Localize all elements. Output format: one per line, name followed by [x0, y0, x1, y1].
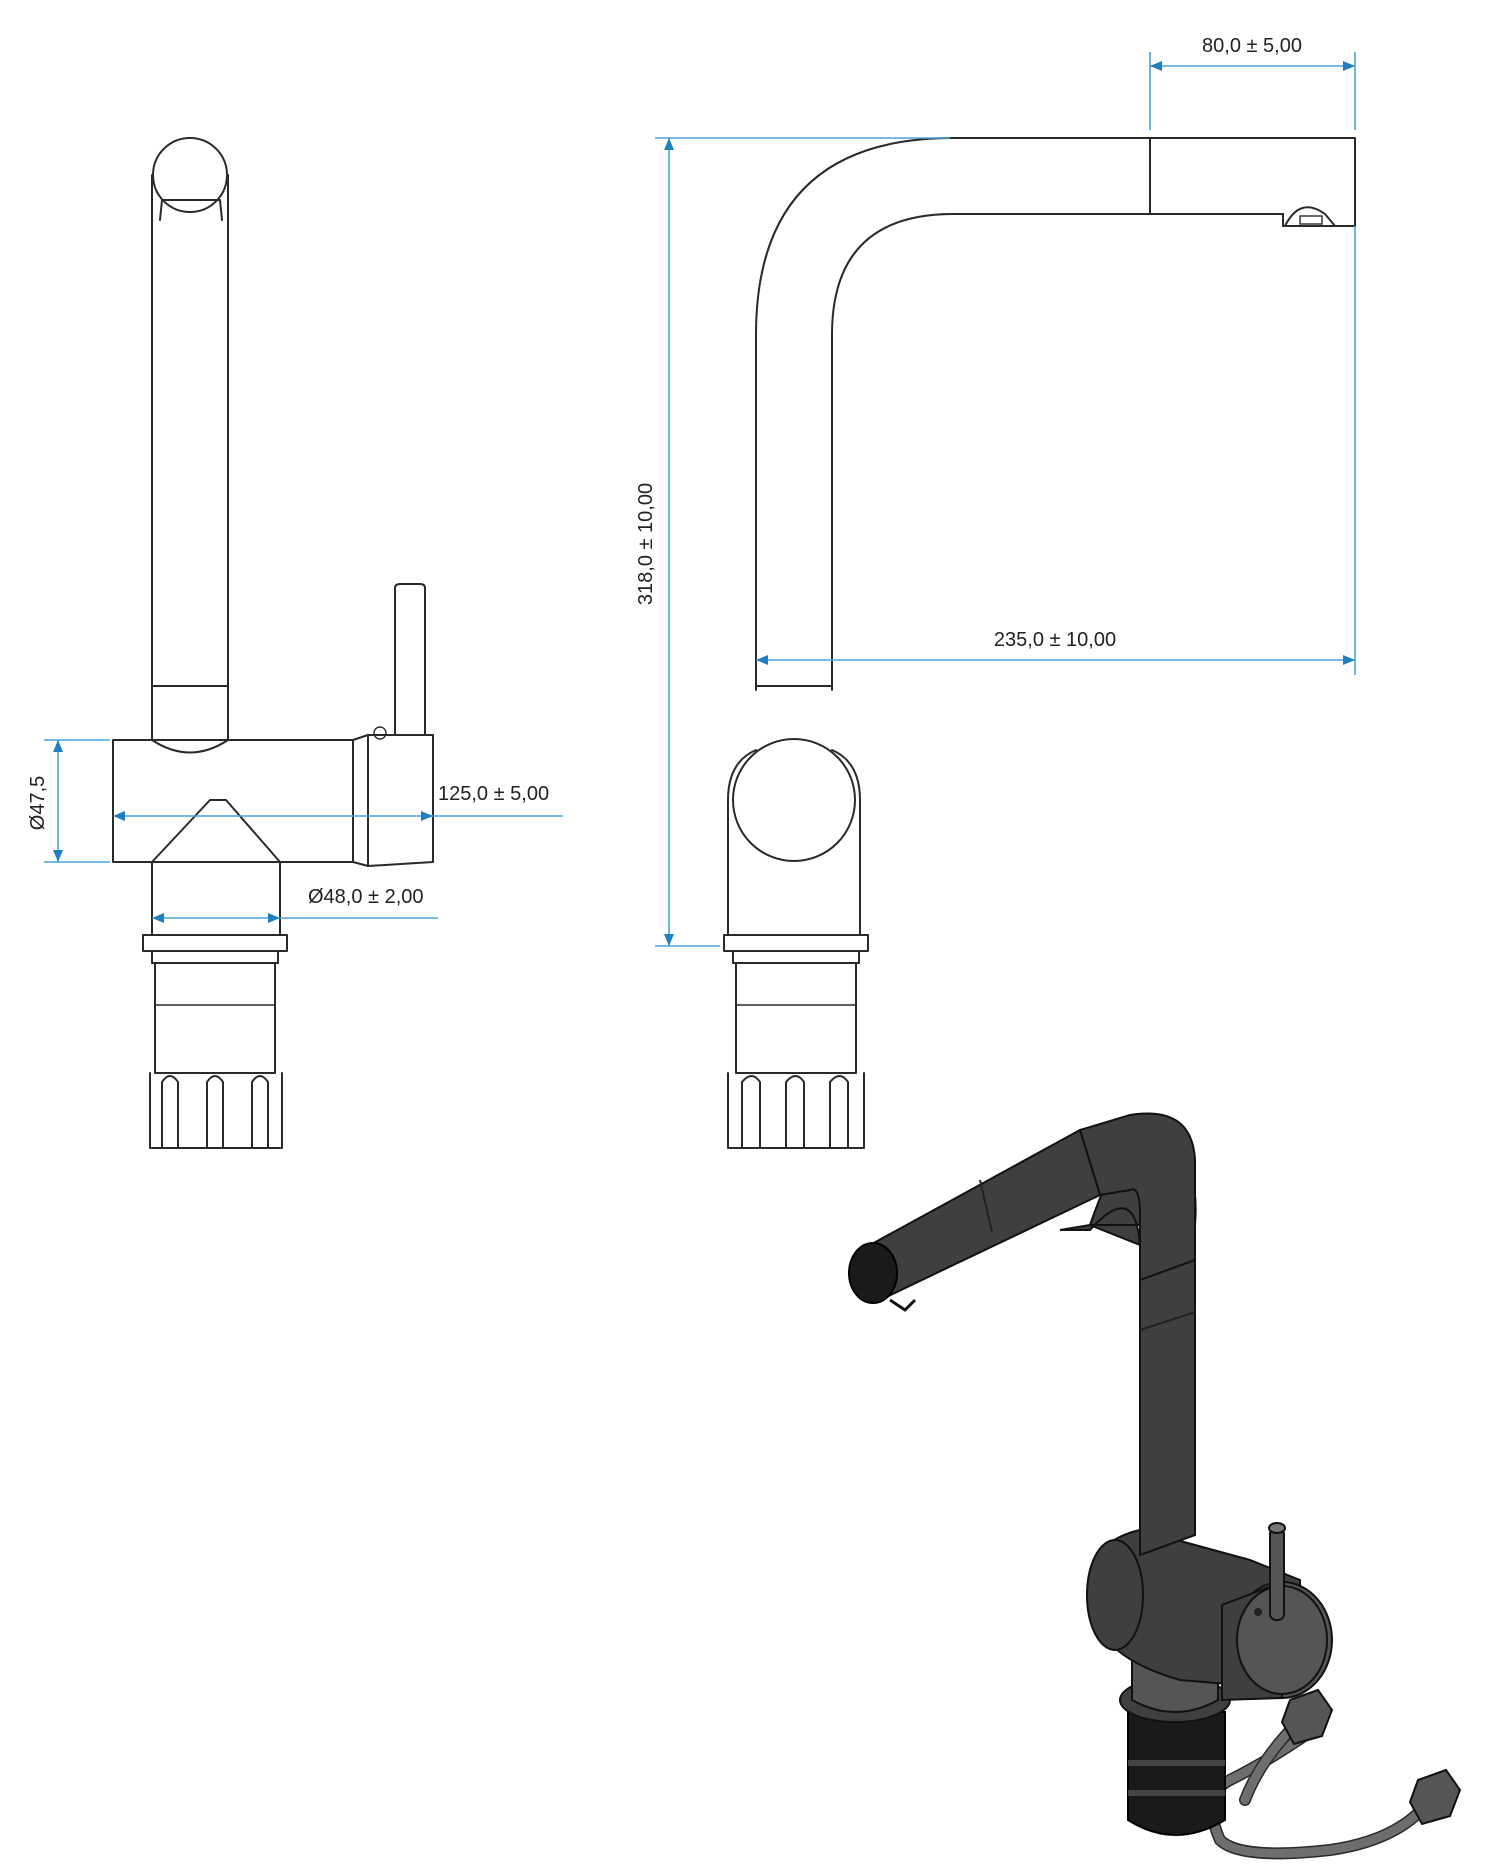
front-view-dimensions: 80,0 ± 5,00 318,0 ± 10,00 235,0 ± 10,00 — [635, 35, 1356, 947]
projection-label: 235,0 ± 10,00 — [994, 629, 1116, 651]
body-diameter-label: Ø47,5 — [27, 776, 49, 830]
body-length-label: 125,0 ± 5,00 — [438, 783, 549, 805]
isometric-render — [848, 1112, 1462, 1860]
side-view — [112, 137, 434, 1149]
front-view — [723, 137, 1356, 1149]
height-label: 318,0 ± 10,00 — [635, 483, 657, 605]
spout-reach-label: 80,0 ± 5,00 — [1202, 35, 1302, 57]
side-view-dimensions: Ø47,5 125,0 ± 5,00 Ø48,0 ± 2,00 — [27, 739, 563, 923]
base-diameter-label: Ø48,0 ± 2,00 — [308, 886, 424, 908]
